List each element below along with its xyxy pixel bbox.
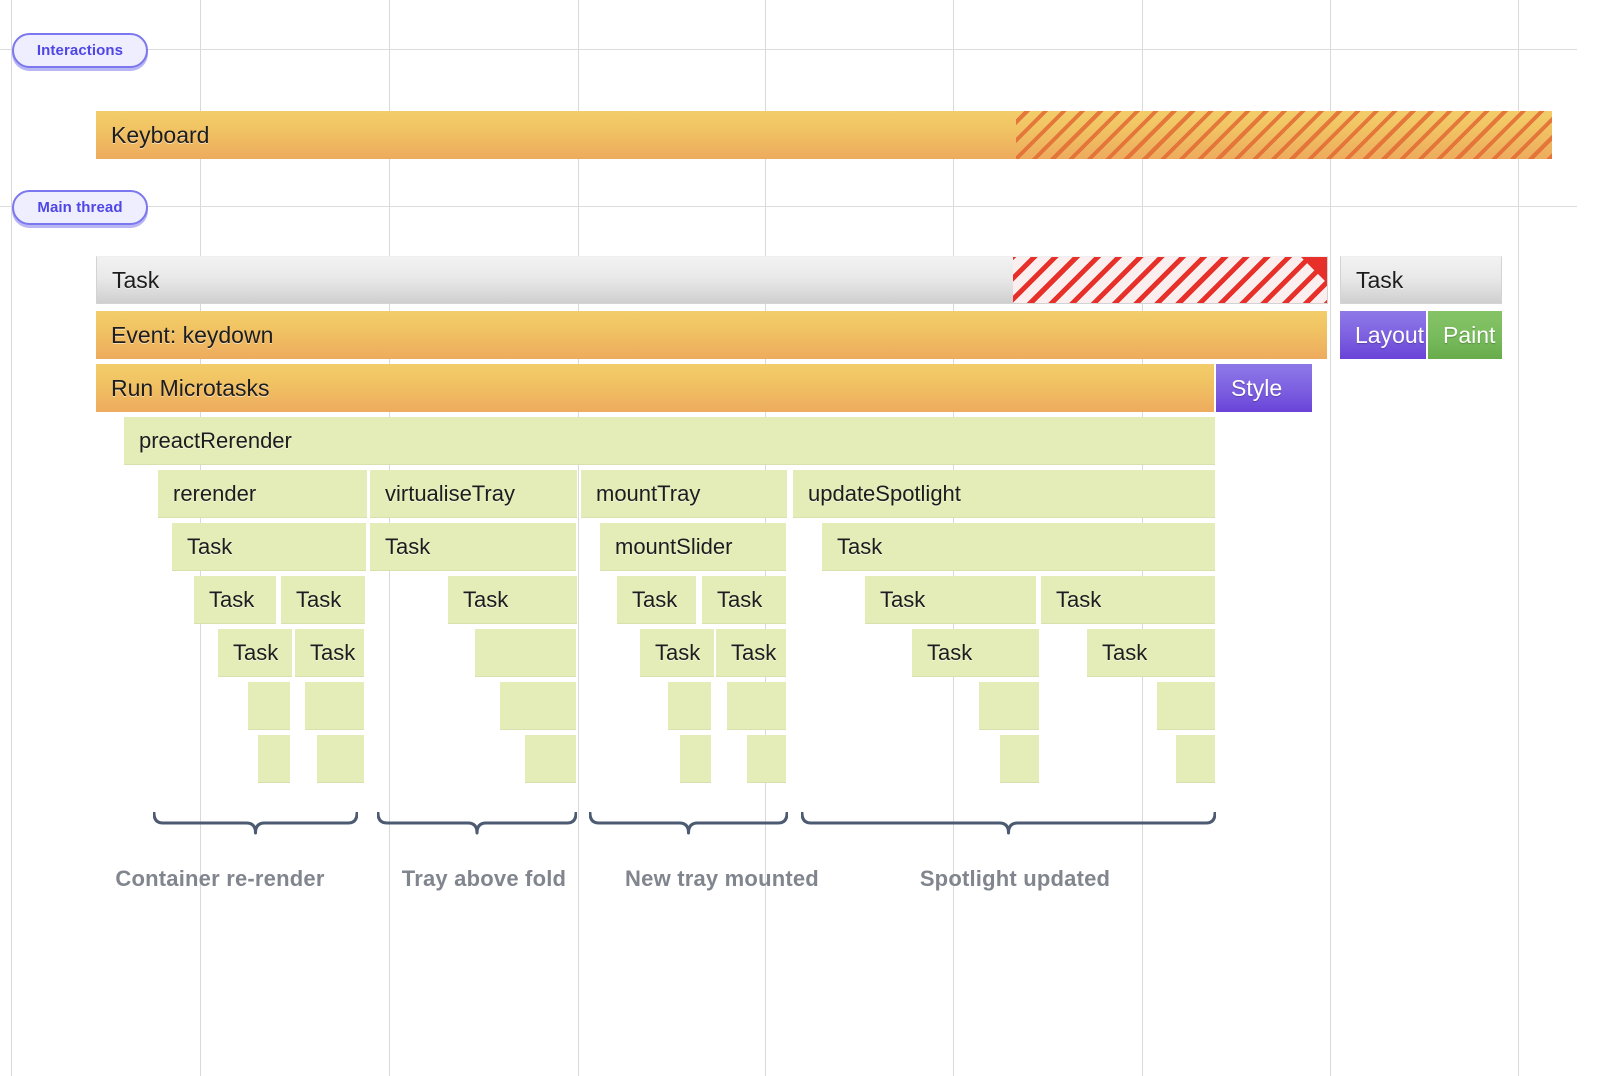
bar-r6-d[interactable]: Task bbox=[617, 576, 697, 624]
bar-task-main-hatched-region bbox=[1013, 257, 1327, 303]
phase-bracket-tray-above-fold bbox=[377, 812, 577, 838]
gridline-3 bbox=[578, 0, 579, 1076]
bar-r5-d-label: Task bbox=[837, 534, 883, 559]
bar-mount-tray[interactable]: mountTray bbox=[581, 470, 788, 518]
bar-r5-b[interactable]: Task bbox=[370, 523, 577, 571]
separator-main-thread bbox=[0, 206, 1577, 207]
bar-task-main-label: Task bbox=[112, 266, 160, 293]
bar-r8-f[interactable] bbox=[979, 682, 1040, 730]
bar-r8-d[interactable] bbox=[668, 682, 712, 730]
bar-r6-b-label: Task bbox=[296, 587, 342, 612]
bar-run-microtasks[interactable]: Run Microtasks bbox=[96, 364, 1214, 412]
phase-bracket-spotlight-updated bbox=[801, 812, 1216, 838]
bar-r7-e-label: Task bbox=[731, 640, 777, 665]
bar-r6-g-label: Task bbox=[1056, 587, 1102, 612]
bar-layout-label: Layout bbox=[1355, 321, 1425, 348]
bar-paint[interactable]: Paint bbox=[1428, 311, 1502, 359]
bar-rerender-label: rerender bbox=[173, 481, 257, 506]
bar-r8-b[interactable] bbox=[305, 682, 365, 730]
bar-r8-e[interactable] bbox=[727, 682, 787, 730]
bar-r6-e[interactable]: Task bbox=[702, 576, 787, 624]
bar-task-right[interactable]: Task bbox=[1340, 256, 1502, 304]
bar-r9-a[interactable] bbox=[258, 735, 291, 783]
track-pill-interactions[interactable]: Interactions bbox=[12, 33, 148, 68]
phase-label-spotlight-updated: Spotlight updated bbox=[919, 866, 1111, 891]
bar-r7-a[interactable]: Task bbox=[218, 629, 293, 677]
bar-r6-a-label: Task bbox=[209, 587, 255, 612]
bar-mount-tray-label: mountTray bbox=[596, 481, 701, 506]
bar-r8-a[interactable] bbox=[248, 682, 291, 730]
bar-r8-c[interactable] bbox=[500, 682, 577, 730]
gridline-7 bbox=[1330, 0, 1331, 1076]
bar-r6-f-label: Task bbox=[880, 587, 926, 612]
bar-r7-g-label: Task bbox=[1102, 640, 1148, 665]
bar-r6-a[interactable]: Task bbox=[194, 576, 277, 624]
bar-r6-g[interactable]: Task bbox=[1041, 576, 1216, 624]
bar-r6-e-label: Task bbox=[717, 587, 763, 612]
bar-r7-g[interactable]: Task bbox=[1087, 629, 1216, 677]
gridline-0 bbox=[11, 0, 12, 1076]
bar-r7-c[interactable] bbox=[475, 629, 577, 677]
phase-label-container-re-render: Container re-render bbox=[115, 866, 325, 891]
bar-r5-a-label: Task bbox=[187, 534, 233, 559]
bar-paint-label: Paint bbox=[1443, 321, 1496, 348]
bar-keyboard-hatched-region bbox=[1016, 111, 1552, 159]
bar-keyboard[interactable]: Keyboard bbox=[96, 111, 1552, 159]
bar-r6-f[interactable]: Task bbox=[865, 576, 1037, 624]
bar-event-keydown-label: Event: keydown bbox=[111, 321, 274, 348]
bar-run-microtasks-label: Run Microtasks bbox=[111, 374, 270, 401]
bar-task-main-warning-triangle-icon bbox=[1301, 257, 1327, 283]
bar-task-main[interactable]: Task bbox=[96, 256, 1328, 304]
separator-interactions bbox=[0, 49, 1577, 50]
bar-r5-c[interactable]: mountSlider bbox=[600, 523, 787, 571]
bar-virtualise-tray-label: virtualiseTray bbox=[385, 481, 515, 506]
bar-r6-d-label: Task bbox=[632, 587, 678, 612]
bar-r7-d[interactable]: Task bbox=[640, 629, 715, 677]
bar-event-keydown[interactable]: Event: keydown bbox=[96, 311, 1327, 359]
bar-r6-c[interactable]: Task bbox=[448, 576, 578, 624]
bar-update-spotlight-label: updateSpotlight bbox=[808, 481, 961, 506]
bar-rerender[interactable]: rerender bbox=[158, 470, 368, 518]
phase-bracket-container-re-render bbox=[153, 812, 358, 838]
bar-task-right-label: Task bbox=[1356, 266, 1404, 293]
bar-r7-a-label: Task bbox=[233, 640, 279, 665]
bar-style-label: Style bbox=[1231, 374, 1283, 401]
track-pill-main-thread[interactable]: Main thread bbox=[12, 190, 148, 225]
bar-virtualise-tray[interactable]: virtualiseTray bbox=[370, 470, 578, 518]
phase-label-tray-above-fold: Tray above fold bbox=[401, 866, 567, 891]
bar-r6-c-label: Task bbox=[463, 587, 509, 612]
bar-r6-b[interactable]: Task bbox=[281, 576, 366, 624]
bar-r9-e[interactable] bbox=[747, 735, 787, 783]
bar-style[interactable]: Style bbox=[1216, 364, 1312, 412]
bar-r5-c-label: mountSlider bbox=[615, 534, 733, 559]
phase-label-new-tray-mounted: New tray mounted bbox=[625, 866, 819, 891]
bar-r5-b-label: Task bbox=[385, 534, 431, 559]
bar-preact-rerender[interactable]: preactRerender bbox=[124, 417, 1216, 465]
bar-preact-rerender-label: preactRerender bbox=[139, 428, 292, 453]
bar-r5-a[interactable]: Task bbox=[172, 523, 367, 571]
bar-r7-f[interactable]: Task bbox=[912, 629, 1040, 677]
bar-r5-d[interactable]: Task bbox=[822, 523, 1216, 571]
bar-r9-d[interactable] bbox=[680, 735, 712, 783]
bar-r7-d-label: Task bbox=[655, 640, 701, 665]
bar-r8-g[interactable] bbox=[1157, 682, 1216, 730]
bar-r9-b[interactable] bbox=[317, 735, 365, 783]
bar-r7-e[interactable]: Task bbox=[716, 629, 787, 677]
phase-bracket-new-tray-mounted bbox=[589, 812, 788, 838]
bar-keyboard-label: Keyboard bbox=[111, 121, 210, 148]
bar-r9-c[interactable] bbox=[525, 735, 577, 783]
gridline-8 bbox=[1518, 0, 1519, 1076]
bar-r7-b[interactable]: Task bbox=[295, 629, 365, 677]
bar-update-spotlight[interactable]: updateSpotlight bbox=[793, 470, 1216, 518]
bar-r7-b-label: Task bbox=[310, 640, 356, 665]
bar-layout[interactable]: Layout bbox=[1340, 311, 1426, 359]
bar-r9-g[interactable] bbox=[1176, 735, 1216, 783]
bar-r9-f[interactable] bbox=[1000, 735, 1040, 783]
bar-r7-f-label: Task bbox=[927, 640, 973, 665]
